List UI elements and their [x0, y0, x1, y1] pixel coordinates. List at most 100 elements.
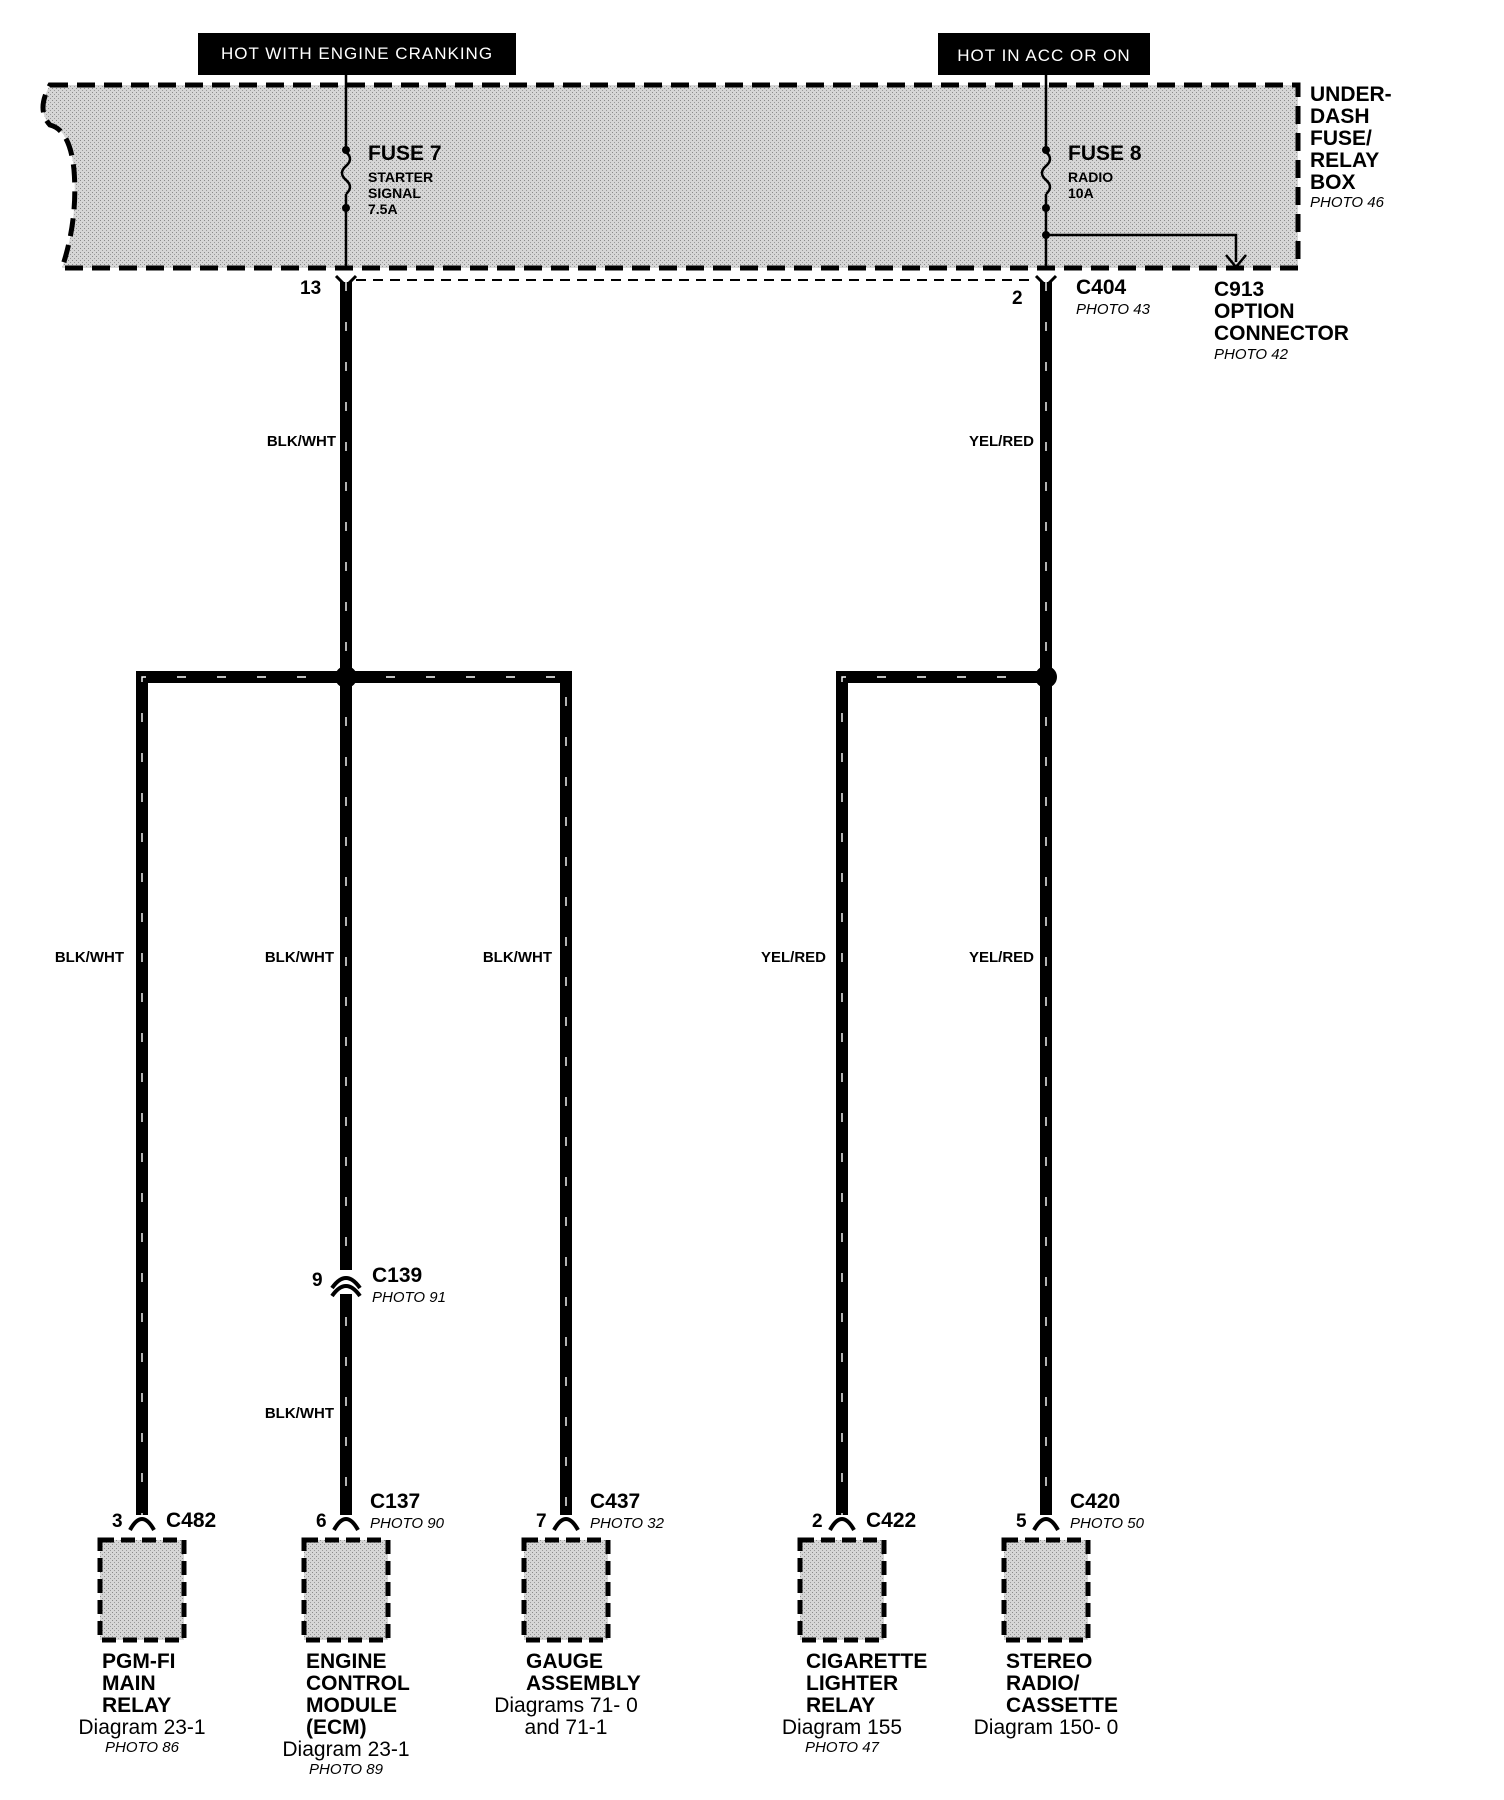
c913-line-2: OPTION: [1214, 300, 1295, 323]
c913-line-3: CONNECTOR: [1214, 322, 1349, 345]
component-2-box: [301, 1537, 391, 1643]
component-1-name-line-3: RELAY: [102, 1694, 171, 1717]
component-3-connector-photo: PHOTO 32: [590, 1515, 665, 1532]
connector-female-icon: [1032, 1517, 1060, 1532]
fuse-7: FUSE 7 STARTER SIGNAL 7.5A: [340, 75, 442, 270]
fuse-box-line-5: BOX: [1310, 171, 1356, 194]
c404-name: C404: [1076, 276, 1127, 299]
wire-label-left-trunk: BLK/WHT: [267, 433, 336, 450]
power-source-cranking: HOT WITH ENGINE CRANKING: [198, 33, 516, 75]
component-1-name-line-2: MAIN: [102, 1672, 156, 1695]
component-5-connector-photo: PHOTO 50: [1070, 1515, 1145, 1532]
component-5-name-line-3: CASSETTE: [1006, 1694, 1118, 1717]
component-5-diagram-1: Diagram 150- 0: [974, 1716, 1119, 1739]
fuse-8-icon: [1040, 151, 1052, 195]
component-4-diagram-1: Diagram 155: [782, 1716, 902, 1739]
connector-male-icon: [330, 1276, 362, 1290]
splice-left: [335, 666, 357, 688]
component-5-name-line-1: STEREO: [1006, 1650, 1092, 1673]
wires: [136, 282, 1052, 1515]
component-5-pin: 5: [1016, 1511, 1027, 1532]
component-4-name-line-1: CIGARETTE: [806, 1650, 927, 1673]
component-3-name-line-2: ASSEMBLY: [526, 1672, 641, 1695]
component-2-name-line-3: MODULE: [306, 1694, 397, 1717]
component-5-box: [1001, 1537, 1091, 1643]
wire-branch-4: [836, 671, 1046, 1515]
component-3-name-line-1: GAUGE: [526, 1650, 603, 1673]
c913-line-1: C913: [1214, 278, 1264, 301]
wire-label-branch-2-upper: BLK/WHT: [265, 949, 334, 966]
component-3-diagram-1: Diagrams 71- 0: [494, 1694, 638, 1717]
top-left-pin: 13: [300, 278, 321, 299]
wire-label-right-trunk: YEL/RED: [969, 433, 1034, 450]
connector-female-icon: [330, 1284, 362, 1298]
component-3-box: [521, 1537, 611, 1643]
under-dash-fuse-relay-box: [40, 82, 1301, 271]
fuse-7-name: FUSE 7: [368, 142, 442, 165]
component-1-box: [97, 1537, 187, 1643]
component-2-name-line-2: CONTROL: [306, 1672, 410, 1695]
component-2-name-line-4: (ECM): [306, 1716, 367, 1739]
fuse-box-line-1: UNDER-: [1310, 83, 1392, 106]
c913-photo: PHOTO 42: [1214, 346, 1289, 363]
wire-branch-1-stripe: [141, 676, 346, 1515]
fuse-8-desc-1: RADIO: [1068, 169, 1113, 185]
fuse-box-line-2: DASH: [1310, 105, 1370, 128]
component-1-pin: 3: [112, 1511, 123, 1532]
connector-female-icon: [552, 1517, 580, 1532]
component-1-name-line-1: PGM-FI: [102, 1650, 176, 1673]
fuse-box-photo: PHOTO 46: [1310, 194, 1385, 211]
component-2-photo: PHOTO 89: [309, 1761, 384, 1778]
wire-branch-1: [136, 671, 346, 1515]
top-right-pin: 2: [1012, 288, 1023, 309]
wire-label-branch-1: BLK/WHT: [55, 949, 124, 966]
power-source-acc-on-label: HOT IN ACC OR ON: [957, 46, 1130, 65]
c404-photo: PHOTO 43: [1076, 301, 1151, 318]
component-2-connector-photo: PHOTO 90: [370, 1515, 445, 1532]
component-1-diagram-1: Diagram 23-1: [78, 1716, 205, 1739]
component-4-box: [797, 1537, 887, 1643]
c139-pin: 9: [312, 1270, 323, 1291]
connector-female-icon: [332, 1517, 360, 1532]
fuse-8: FUSE 8 RADIO 10A: [1040, 75, 1247, 270]
power-source-cranking-label: HOT WITH ENGINE CRANKING: [221, 44, 493, 63]
fuse-7-icon: [340, 151, 352, 195]
component-3-pin: 7: [536, 1511, 547, 1532]
component-4-pin: 2: [812, 1511, 823, 1532]
c139-name: C139: [372, 1264, 422, 1287]
fuse-box-line-3: FUSE/: [1310, 127, 1372, 150]
component-1-connector: C482: [166, 1509, 216, 1532]
fuse-box-line-4: RELAY: [1310, 149, 1379, 172]
top-connector-right: 2 C404 PHOTO 43: [1012, 274, 1151, 318]
component-2-pin: 6: [316, 1511, 327, 1532]
component-5-name-line-2: RADIO/: [1006, 1672, 1080, 1695]
inline-connector-c139: 9 C139 PHOTO 91: [312, 1264, 446, 1306]
fuse-7-desc-2: SIGNAL: [368, 185, 421, 201]
component-4-name-line-2: LIGHTER: [806, 1672, 898, 1695]
component-5-connector: C420: [1070, 1490, 1120, 1513]
c913-option-connector: C913 OPTION CONNECTOR PHOTO 42: [1214, 278, 1349, 363]
component-4-photo: PHOTO 47: [805, 1739, 880, 1756]
fuse-7-desc-3: 7.5A: [368, 201, 398, 217]
power-source-acc-on: HOT IN ACC OR ON: [938, 33, 1150, 75]
fuse-7-desc-1: STARTER: [368, 169, 433, 185]
wire-label-branch-5: YEL/RED: [969, 949, 1034, 966]
wire-label-branch-3: BLK/WHT: [483, 949, 552, 966]
wire-branch-3-stripe: [346, 676, 567, 1515]
wire-label-branch-4: YEL/RED: [761, 949, 826, 966]
wire-branch-3: [346, 671, 572, 1515]
c139-photo: PHOTO 91: [372, 1289, 446, 1306]
fuse-8-desc-2: 10A: [1068, 185, 1094, 201]
c913-arrow-icon: [1225, 254, 1247, 269]
component-2-name-line-1: ENGINE: [306, 1650, 387, 1673]
wire-label-branch-2-lower: BLK/WHT: [265, 1405, 334, 1422]
component-1-photo: PHOTO 86: [105, 1739, 180, 1756]
fuse-box-label: UNDER- DASH FUSE/ RELAY BOX PHOTO 46: [1310, 83, 1392, 211]
component-4-name-line-3: RELAY: [806, 1694, 875, 1717]
component-3-connector: C437: [590, 1490, 640, 1513]
